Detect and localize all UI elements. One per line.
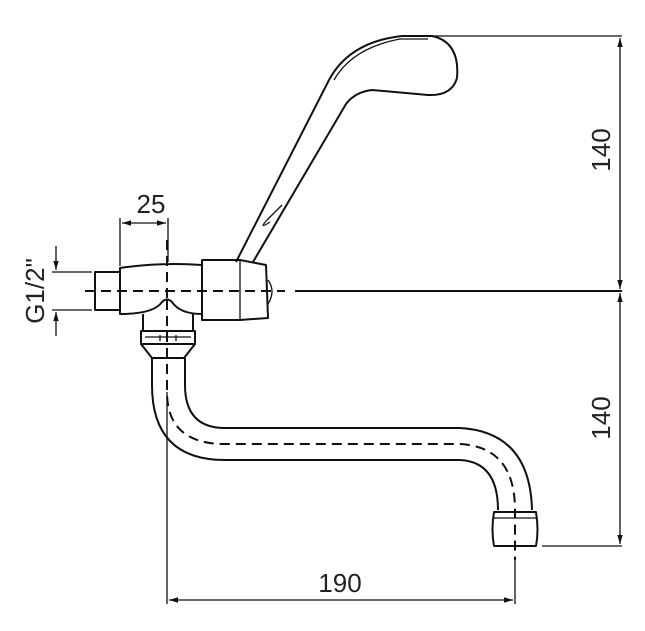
dimension-spout-drop: 140 — [542, 293, 623, 547]
dimension-label: 190 — [318, 568, 361, 598]
dimension-spout-reach: 190 — [166, 392, 516, 604]
s-spout — [151, 300, 539, 560]
dimension-label: 140 — [586, 128, 616, 171]
dimension-thread: G1/2" — [20, 246, 92, 336]
centerlines — [85, 240, 622, 300]
dimension-connection-width: 25 — [119, 189, 169, 266]
dimension-label: 140 — [586, 396, 616, 439]
dimension-label: 25 — [137, 189, 166, 219]
lever-handle — [235, 35, 459, 263]
dimension-lever-height: 140 — [432, 35, 623, 289]
valve-body — [94, 259, 273, 359]
dimension-label: G1/2" — [20, 258, 50, 324]
